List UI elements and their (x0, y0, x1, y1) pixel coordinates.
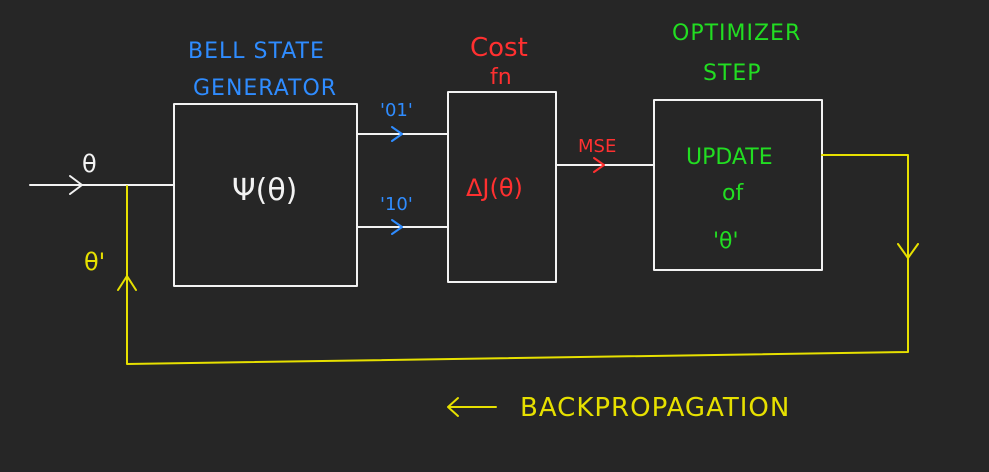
feedback-theta-label: θ' (84, 248, 105, 276)
state-01-arrow-icon (391, 126, 403, 142)
generator-box (173, 103, 358, 287)
backpropagation-label: BACKPROPAGATION (520, 393, 790, 423)
input-arrow-icon (69, 175, 83, 195)
cost-title-line1: Cost (470, 33, 528, 63)
update-line3: 'θ' (713, 229, 739, 254)
cost-box (447, 91, 557, 283)
feedback-up-arrow-icon (117, 275, 137, 291)
optimizer-box (653, 99, 823, 271)
cost-title-line2: fn (490, 65, 512, 90)
generator-title-line2: GENERATOR (193, 76, 337, 101)
mse-label: MSE (578, 136, 616, 157)
bell-state-generator-block: BELL STATE GENERATOR Ψ(θ) (173, 39, 358, 287)
optimizer-title-line2: STEP (703, 61, 762, 86)
optimizer-title-line1: OPTIMIZER (672, 21, 801, 46)
backprop-left-arrow-icon (447, 397, 497, 417)
feedback-down-arrow-icon (897, 243, 919, 259)
update-line2: of (722, 181, 744, 206)
state-01-label: '01' (380, 100, 413, 121)
state-10-arrow-icon (391, 219, 403, 235)
input-theta-label: θ (82, 150, 97, 178)
cost-function-block: Cost fn ΔJ(θ) (447, 33, 557, 283)
cost-function: ΔJ(θ) (466, 174, 523, 202)
optimizer-step-block: OPTIMIZER STEP UPDATE of 'θ' (653, 21, 823, 271)
mse-arrow-icon (593, 157, 605, 173)
generator-title-line1: BELL STATE (188, 39, 325, 64)
cost-to-optimizer-connection: MSE (555, 136, 655, 173)
feedback-path (126, 154, 909, 365)
input-theta: θ (29, 150, 175, 195)
state-10-label: '10' (380, 194, 413, 215)
update-line1: UPDATE (686, 145, 773, 170)
generator-to-cost-connections: '01' '10' (356, 100, 449, 235)
generator-function: Ψ(θ) (232, 173, 297, 208)
backpropagation-loop: θ' BACKPROPAGATION (84, 154, 919, 423)
